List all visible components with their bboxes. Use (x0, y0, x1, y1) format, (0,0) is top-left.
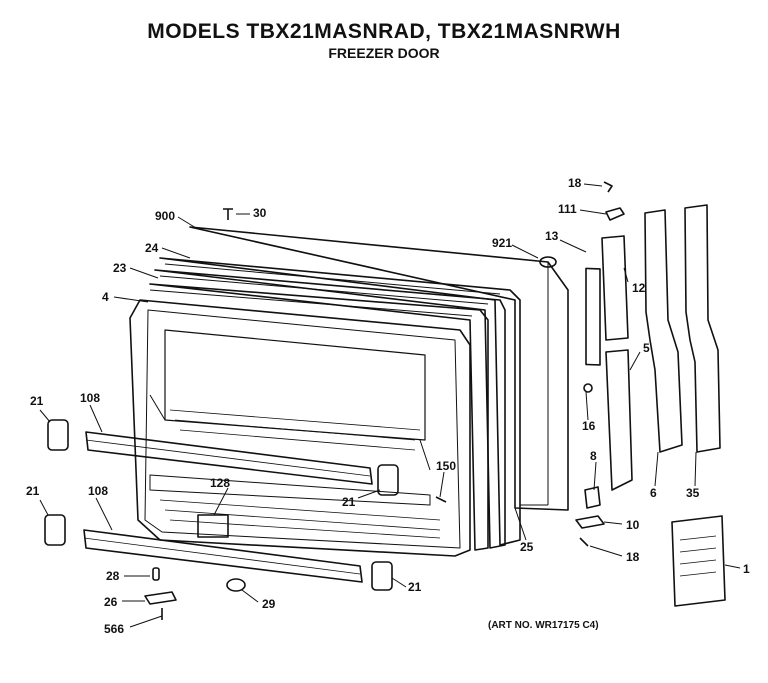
hinge-10 (575, 515, 605, 529)
callout-21-lower-right: 21 (408, 580, 422, 594)
plug-28 (152, 567, 160, 581)
handle-bracket-13 (585, 267, 601, 366)
stop-29 (226, 578, 246, 592)
instruction-booklet (671, 515, 726, 607)
callout-566: 566 (104, 622, 124, 636)
callout-21-lower-left: 21 (26, 484, 40, 498)
art-number: (ART NO. WR17175 C4) (488, 620, 599, 631)
callout-28: 28 (106, 569, 120, 583)
callout-35: 35 (686, 486, 700, 500)
callout-900: 900 (155, 209, 175, 223)
end-cap-upper-right (377, 464, 399, 496)
door-shelf-bar-upper (85, 431, 373, 485)
screw-150 (435, 496, 447, 503)
end-cap-upper-left (47, 419, 69, 451)
callout-16: 16 (582, 419, 596, 433)
callout-25: 25 (520, 540, 534, 554)
screw-18-bottom (579, 537, 589, 547)
callout-23: 23 (113, 261, 127, 275)
callout-128: 128 (210, 476, 230, 490)
callout-13: 13 (545, 229, 559, 243)
page-title: MODELS TBX21MASNRAD, TBX21MASNRWH (147, 20, 621, 43)
bracket-8 (584, 486, 601, 509)
callout-111: 111 (558, 202, 577, 216)
callout-108-lower: 108 (88, 484, 108, 498)
callout-8: 8 (590, 449, 597, 463)
callout-5: 5 (643, 341, 650, 355)
callout-18-bottom: 18 (626, 550, 640, 564)
inner-door-liner (129, 299, 471, 557)
handle-5 (605, 349, 633, 491)
callout-6: 6 (650, 486, 657, 500)
callout-24: 24 (145, 241, 159, 255)
end-cap-lower-left (44, 514, 66, 546)
trim-strip-6 (644, 209, 683, 453)
callout-18-top: 18 (568, 176, 582, 190)
door-shelf-bar-lower (83, 529, 363, 583)
door-gasket (149, 257, 521, 551)
callout-921: 921 (492, 236, 512, 250)
callout-108-upper: 108 (80, 391, 100, 405)
screw-16 (583, 383, 593, 393)
callout-30: 30 (253, 206, 267, 220)
handle-12 (601, 235, 629, 341)
callout-4: 4 (102, 290, 109, 304)
trim-strip-35 (684, 204, 721, 453)
end-cap-lower-right (371, 561, 393, 591)
screw-30 (223, 208, 233, 220)
callout-26: 26 (104, 595, 118, 609)
callout-29: 29 (262, 597, 276, 611)
callout-1: 1 (743, 562, 750, 576)
bracket-111 (605, 207, 625, 221)
page-subtitle: FREEZER DOOR (328, 45, 440, 61)
door-bracket-128 (197, 514, 229, 538)
callout-12: 12 (632, 281, 646, 295)
callout-10: 10 (626, 518, 640, 532)
callout-21-mid-right: 21 (342, 495, 356, 509)
callout-150: 150 (436, 459, 456, 473)
screw-18-top (603, 181, 613, 193)
leader-lines (39, 183, 741, 628)
callout-21-upper-left: 21 (30, 394, 44, 408)
plug-921 (539, 256, 557, 268)
hinge-pin-26 (144, 591, 177, 605)
